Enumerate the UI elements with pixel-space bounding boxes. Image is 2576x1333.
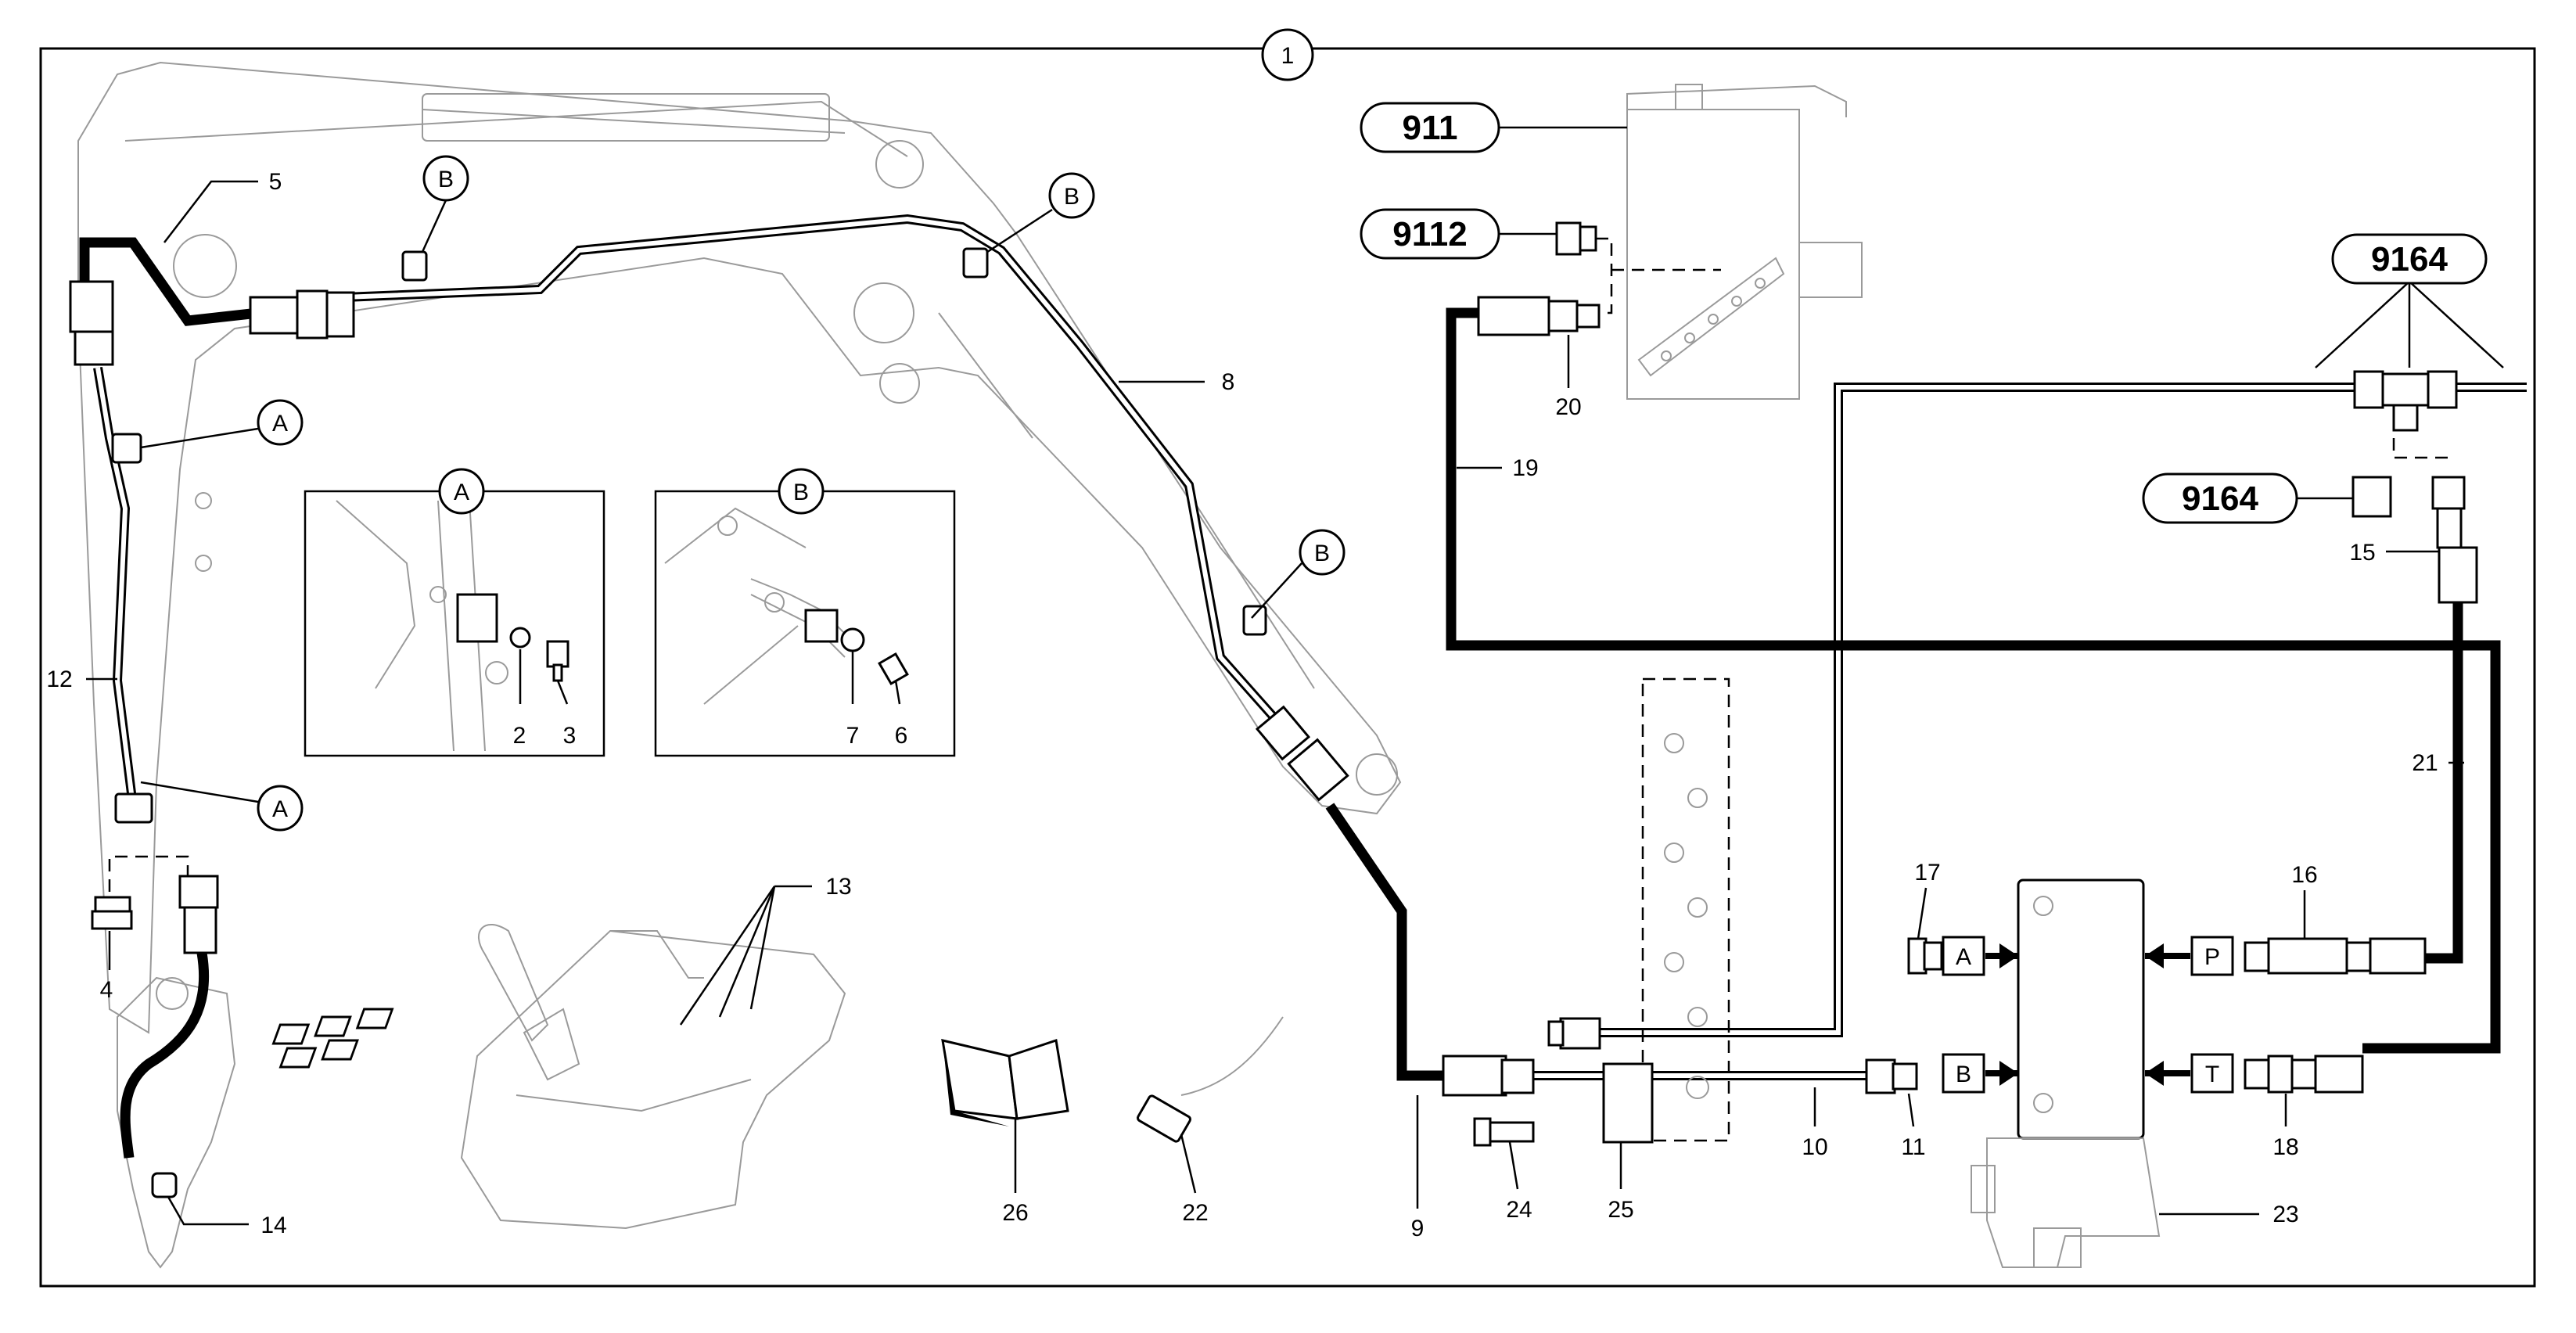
callout-19: 19	[1512, 455, 1538, 481]
port-box-t: T	[2190, 1053, 2234, 1094]
code-box-9164-mid: 9164	[2142, 472, 2353, 524]
ref-bubble-b-3: B	[1251, 529, 1345, 619]
pump-bracket-911	[1626, 84, 1863, 400]
callout-10: 10	[1802, 1134, 1827, 1160]
port-box-p: P	[2190, 936, 2234, 976]
callout-16: 16	[2291, 862, 2317, 888]
port-box-b: B	[1942, 1053, 1985, 1094]
callout-3: 3	[563, 723, 577, 749]
electrical-connector	[1136, 1016, 1284, 1143]
detail-a-label: A	[454, 480, 469, 505]
callout-17: 17	[1914, 860, 1940, 886]
valve-block-23	[1971, 878, 2161, 1268]
callout-20: 20	[1555, 394, 1581, 420]
code-box-9112: 9112	[1360, 208, 1557, 260]
port-arrows	[1985, 943, 2190, 1086]
fittings-valve-left	[1442, 1017, 1918, 1097]
fitting-16	[2244, 937, 2427, 975]
port-p-label: P	[2204, 944, 2220, 970]
tee-fitting-9164	[2351, 370, 2478, 604]
callout-23: 23	[2272, 1202, 2298, 1227]
callout-11: 11	[1901, 1134, 1925, 1160]
callout-21: 21	[2412, 750, 2438, 776]
mounting-rail	[1641, 677, 1730, 1142]
ref-bubble-b-1: B	[421, 155, 469, 253]
port-box-a: A	[1942, 936, 1985, 976]
hose-21	[2425, 602, 2463, 964]
callout-22: 22	[1182, 1200, 1208, 1226]
fitting-18	[2244, 1055, 2364, 1094]
ref-bubble-a-2: A	[140, 781, 304, 832]
callout-9: 9	[1411, 1216, 1425, 1241]
clamp-25	[1473, 1062, 1654, 1147]
ref-a-2-label: A	[272, 796, 288, 822]
boom-arm-outline	[77, 61, 1402, 1269]
callout-main: 1	[1261, 28, 1314, 81]
control-console	[271, 886, 846, 1230]
fitting-boom-top	[249, 250, 428, 340]
code-box-911: 911	[1360, 102, 1627, 153]
fittings-4	[91, 855, 219, 954]
callout-13: 13	[825, 874, 851, 900]
leader-lines	[86, 180, 2464, 1226]
callout-5: 5	[269, 169, 282, 195]
callout-18: 18	[2272, 1134, 2298, 1160]
ref-b-1-label: B	[438, 167, 454, 192]
manual-book	[941, 1039, 1069, 1126]
hose-9	[1325, 803, 1447, 1081]
pipe-10	[1502, 383, 2527, 1080]
code-box-9164-top: 9164	[2331, 233, 2488, 285]
pipe-8	[343, 214, 1287, 731]
callout-15: 15	[2349, 540, 2375, 566]
callout-12: 12	[46, 666, 72, 692]
callout-4: 4	[100, 977, 113, 1003]
callout-7: 7	[846, 723, 860, 749]
detail-b-label: B	[793, 480, 809, 505]
callout-14: 14	[260, 1213, 286, 1238]
callout-26: 26	[1002, 1200, 1028, 1226]
code-9164-top-label: 9164	[2371, 240, 2448, 278]
ref-b-3-label: B	[1314, 541, 1330, 566]
hammer-clamp	[151, 1172, 178, 1198]
pipe-12	[69, 280, 153, 824]
code-9164-mid-label: 9164	[2182, 480, 2258, 518]
port-b-label: B	[1956, 1062, 1971, 1087]
code-911-label: 911	[1403, 109, 1458, 147]
callout-6: 6	[895, 723, 908, 749]
fitting-arm-end	[1242, 605, 1349, 802]
ref-bubble-b-2: B	[962, 172, 1095, 278]
callout-25: 25	[1608, 1197, 1633, 1223]
port-t-label: T	[2205, 1062, 2219, 1087]
ref-bubble-a-1: A	[140, 399, 304, 449]
hose-5	[79, 237, 259, 326]
hose-14	[120, 951, 210, 1159]
ref-a-1-label: A	[272, 411, 288, 437]
detail-a-inset	[304, 490, 605, 757]
leaders-9164	[2315, 281, 2504, 368]
callout-main-label: 1	[1281, 43, 1295, 69]
callout-8: 8	[1222, 369, 1235, 395]
detail-b-bubble: B	[778, 468, 825, 515]
fitting-17	[1907, 937, 1943, 975]
detail-b-inset	[654, 490, 956, 757]
fitting-20	[1477, 221, 1721, 336]
ref-b-2-label: B	[1064, 184, 1080, 210]
callout-24: 24	[1506, 1197, 1532, 1223]
callout-2: 2	[513, 723, 526, 749]
port-a-label: A	[1956, 944, 1971, 970]
code-9112-label: 9112	[1392, 215, 1467, 253]
hose-19	[1446, 307, 2501, 1054]
detail-a-bubble: A	[438, 468, 485, 515]
